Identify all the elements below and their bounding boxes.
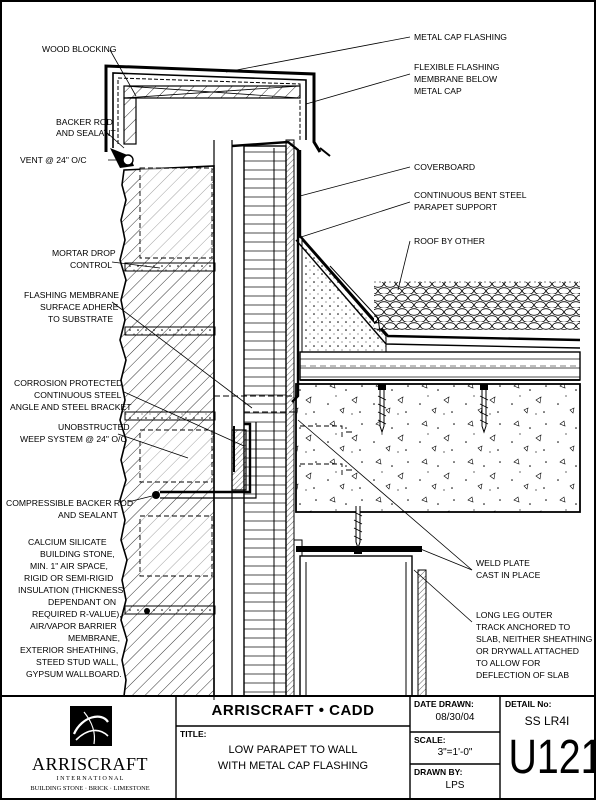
label-mortar-drop: MORTAR DROP bbox=[52, 248, 116, 258]
svg-text:OR DRYWALL ATTACHED: OR DRYWALL ATTACHED bbox=[476, 646, 579, 656]
svg-text:DEFLECTION OF SLAB: DEFLECTION OF SLAB bbox=[476, 670, 569, 680]
logo-tagline: BUILDING STONE · BRICK · LIMESTONE bbox=[30, 785, 149, 792]
svg-text:BUILDING STONE,: BUILDING STONE, bbox=[40, 549, 115, 559]
svg-text:INSULATION (THICKNESS: INSULATION (THICKNESS bbox=[18, 585, 124, 595]
left-callouts: WOOD BLOCKING BACKER ROD AND SEALANT VEN… bbox=[6, 44, 253, 679]
svg-text:EXTERIOR SHEATHING,: EXTERIOR SHEATHING, bbox=[20, 645, 118, 655]
label-flashing-membrane: FLASHING MEMBRANE bbox=[24, 290, 119, 300]
drawing-title-line1: LOW PARAPET TO WALL bbox=[228, 744, 358, 756]
label-coverboard: COVERBOARD bbox=[414, 162, 475, 172]
svg-text:SURFACE ADHERE: SURFACE ADHERE bbox=[40, 302, 119, 312]
drawing-title-line2: WITH METAL CAP FLASHING bbox=[217, 760, 369, 772]
label-backer-rod: BACKER ROD bbox=[56, 117, 113, 127]
wall-assembly bbox=[213, 139, 303, 697]
svg-text:MEMBRANE,: MEMBRANE, bbox=[68, 633, 120, 643]
svg-text:WEEP SYSTEM @ 24" O/C: WEEP SYSTEM @ 24" O/C bbox=[20, 434, 127, 444]
title-label: TITLE: bbox=[180, 729, 207, 739]
detail-number: U121 bbox=[508, 731, 596, 784]
label-flexible-flashing: FLEXIBLE FLASHING bbox=[414, 62, 500, 72]
stone-veneer bbox=[119, 165, 216, 697]
svg-text:MEMBRANE BELOW: MEMBRANE BELOW bbox=[414, 74, 498, 84]
svg-text:RIGID OR SEMI-RIGID: RIGID OR SEMI-RIGID bbox=[24, 573, 113, 583]
svg-text:STEED STUD WALL,: STEED STUD WALL, bbox=[36, 657, 118, 667]
label-corrosion-protected: CORROSION PROTECTED bbox=[14, 378, 122, 388]
svg-text:GYPSUM WALLBOARD.: GYPSUM WALLBOARD. bbox=[26, 669, 122, 679]
svg-text:AND SEALANT: AND SEALANT bbox=[58, 510, 118, 520]
shelf-angle bbox=[144, 395, 352, 700]
svg-text:CONTROL: CONTROL bbox=[70, 260, 112, 270]
svg-text:AND SEALANT: AND SEALANT bbox=[56, 128, 116, 138]
right-callouts: METAL CAP FLASHING FLEXIBLE FLASHING MEM… bbox=[225, 32, 593, 680]
scale-value: 3"=1'-0" bbox=[437, 747, 473, 758]
label-weep-system: UNOBSTRUCTED bbox=[58, 422, 130, 432]
label-bent-steel: CONTINUOUS BENT STEEL bbox=[414, 190, 527, 200]
title-block-frame bbox=[2, 695, 594, 798]
company-heading: ARRISCRAFT • CADD bbox=[211, 702, 375, 719]
drawn-by-label: DRAWN BY: bbox=[414, 767, 463, 777]
svg-text:PARAPET SUPPORT: PARAPET SUPPORT bbox=[414, 202, 498, 212]
label-roof-by-other: ROOF BY OTHER bbox=[414, 236, 485, 246]
label-metal-cap-flashing: METAL CAP FLASHING bbox=[414, 32, 507, 42]
svg-text:CAST IN PLACE: CAST IN PLACE bbox=[476, 570, 541, 580]
svg-text:AIR/VAPOR BARRIER: AIR/VAPOR BARRIER bbox=[30, 621, 117, 631]
svg-text:SLAB, NEITHER SHEATHING: SLAB, NEITHER SHEATHING bbox=[476, 634, 593, 644]
label-compressible-backer-rod: COMPRESSIBLE BACKER ROD bbox=[6, 498, 133, 508]
drawn-by-value: LPS bbox=[445, 780, 465, 791]
roof-assembly bbox=[299, 238, 581, 381]
logo-sub: I N T E R N A T I O N A L bbox=[57, 775, 124, 782]
fasteners bbox=[353, 384, 489, 554]
detail-label: DETAIL No: bbox=[505, 699, 552, 709]
svg-text:CONTINUOUS STEEL: CONTINUOUS STEEL bbox=[34, 390, 122, 400]
svg-text:TRACK ANCHORED TO: TRACK ANCHORED TO bbox=[476, 622, 571, 632]
arriscraft-logo: ARRISCRAFT I N T E R N A T I O N A L BUI… bbox=[30, 706, 150, 792]
svg-text:METAL CAP: METAL CAP bbox=[414, 86, 462, 96]
date-label: DATE DRAWN: bbox=[414, 699, 474, 709]
label-weld-plate: WELD PLATE bbox=[476, 558, 530, 568]
logo-name: ARRISCRAFT bbox=[32, 754, 148, 774]
scale-label: SCALE: bbox=[414, 735, 446, 745]
svg-text:MIN. 1" AIR SPACE,: MIN. 1" AIR SPACE, bbox=[30, 561, 108, 571]
svg-text:CALCIUM SILICATE: CALCIUM SILICATE bbox=[28, 537, 107, 547]
label-long-leg-track: LONG LEG OUTER bbox=[476, 610, 552, 620]
metal-cap-flashing bbox=[104, 64, 331, 168]
svg-text:DEPENDANT ON: DEPENDANT ON bbox=[48, 597, 116, 607]
label-vent: VENT @ 24" O/C bbox=[20, 155, 87, 165]
label-wall-assembly-note: CALCIUM SILICATE BUILDING STONE, MIN. 1"… bbox=[18, 537, 124, 679]
date-value: 08/30/04 bbox=[435, 712, 475, 723]
svg-text:REQUIRED R-VALUE),: REQUIRED R-VALUE), bbox=[32, 609, 122, 619]
svg-text:ANGLE AND STEEL BRACKET: ANGLE AND STEEL BRACKET bbox=[10, 402, 132, 412]
svg-text:TO ALLOW FOR: TO ALLOW FOR bbox=[476, 658, 540, 668]
label-wood-blocking: WOOD BLOCKING bbox=[42, 44, 117, 54]
detail-code: SS LR4I bbox=[524, 714, 570, 728]
svg-text:TO SUBSTRATE: TO SUBSTRATE bbox=[48, 314, 113, 324]
